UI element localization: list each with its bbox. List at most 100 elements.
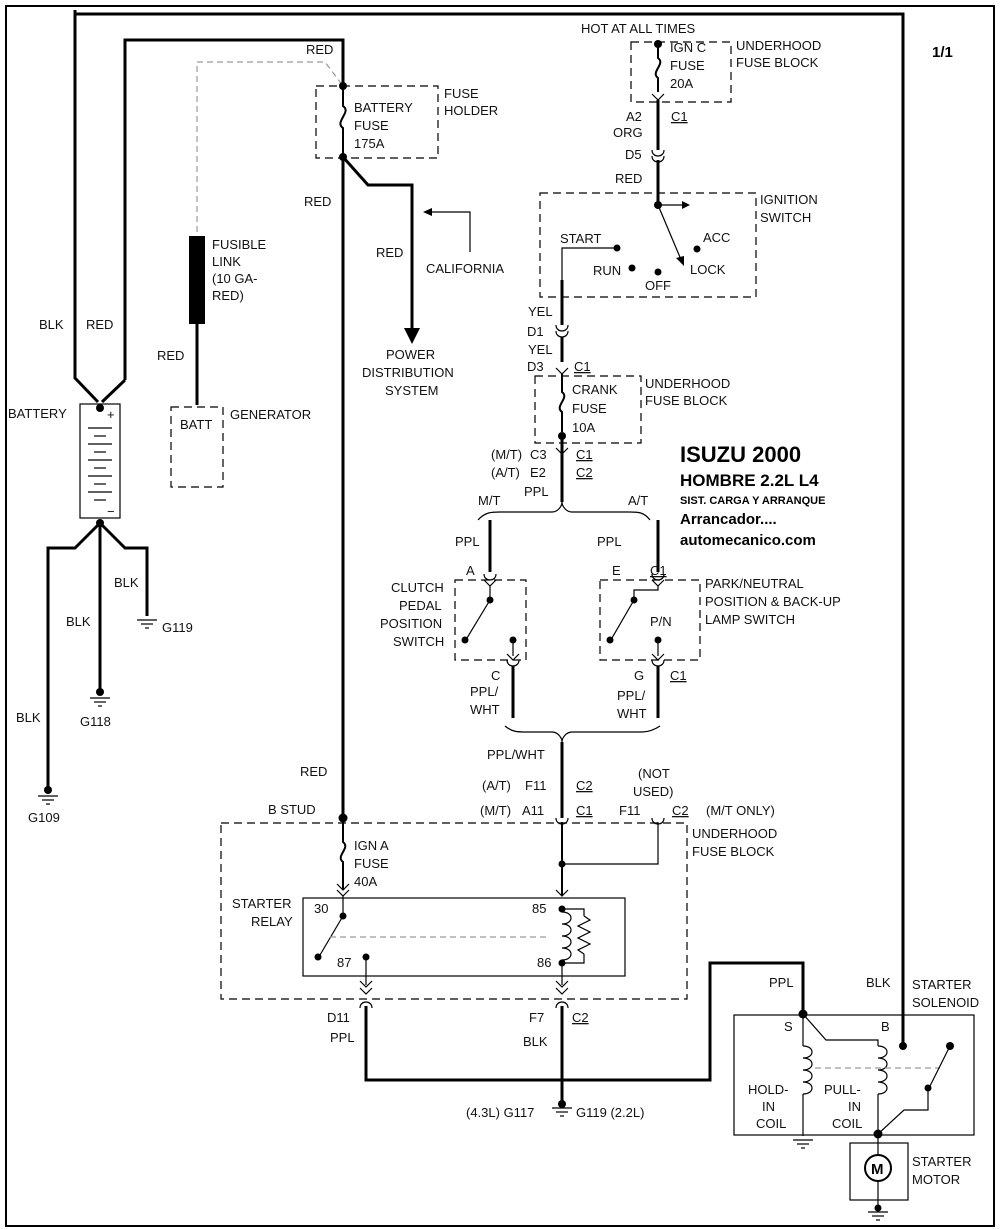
relay-coil-icon (561, 909, 572, 963)
switch-out-c: C (491, 668, 500, 683)
ground-g118-label: G118 (80, 714, 111, 729)
ground-bottom-dot (558, 1100, 566, 1108)
battery-fuse-l1: BATTERY (354, 100, 413, 115)
crank-fuse-l3: 10A (572, 420, 595, 435)
lower-fuse-block-l1: UNDERHOOD (692, 826, 777, 841)
switch-out-ppl-r: PPL/ (617, 688, 646, 703)
relay-pin-85: 85 (532, 901, 546, 916)
hold-in-l1: HOLD- (748, 1082, 788, 1097)
conn-d5: D5 (625, 147, 642, 162)
starter-solenoid-l1: STARTER (912, 977, 971, 992)
page-border (5, 5, 995, 1227)
relay-out-f7: F7 (529, 1010, 544, 1025)
clutch-switch-l3: POSITION (380, 616, 442, 631)
ground-bottom-right: G119 (2.2L) (576, 1105, 644, 1120)
relay-pin-87: 87 (337, 955, 351, 970)
split-ppl-right: PPL (597, 534, 622, 549)
battery-fuse-l3: 175A (354, 136, 385, 151)
motor-ground-dot (874, 1204, 882, 1212)
title-line1: ISUZU 2000 (680, 442, 801, 467)
ground-g109-dot (44, 786, 52, 794)
starter-motor-l2: MOTOR (912, 1172, 960, 1187)
ignition-switch-box (539, 192, 757, 298)
relay-resistor-lead-bottom (562, 954, 585, 964)
pn-switch-l3: LAMP SWITCH (705, 612, 795, 627)
crank-c3: C3 (530, 447, 547, 462)
solenoid-b: B (881, 1019, 890, 1034)
clutch-switch-contact-open (461, 636, 469, 644)
label-red-power: RED (376, 245, 403, 260)
crank-c1: C1 (576, 447, 593, 462)
ignition-arrow-icon (682, 201, 690, 209)
solenoid-s: S (784, 1019, 793, 1034)
split-brace-top (477, 501, 651, 521)
crank-fuse-block-l1: UNDERHOOD (645, 376, 730, 391)
relay-in-c2: C2 (576, 778, 593, 793)
ignition-acc: ACC (703, 230, 730, 245)
clutch-switch-l1: CLUTCH (391, 580, 444, 595)
label-blk-1: BLK (114, 575, 139, 590)
pn-switch-blade (611, 599, 635, 639)
solenoid-b-terminal (899, 1042, 907, 1050)
merge-brace (504, 725, 661, 743)
switch-out-wht-r: WHT (617, 706, 647, 721)
battery-plus: + (107, 407, 115, 422)
merge-pplwht: PPL/WHT (487, 747, 545, 762)
crank-fuse-icon (558, 374, 566, 432)
pn-switch-l2: POSITION & BACK-UP (705, 594, 841, 609)
split-at: A/T (628, 493, 648, 508)
fusible-link-l1: FUSIBLE (212, 237, 267, 252)
pn-out-connector-icon (651, 659, 665, 667)
label-red-low: RED (300, 764, 327, 779)
ign-c-fuse-l2: FUSE (670, 58, 705, 73)
conn-d3: D3 (527, 359, 544, 374)
relay-in-at: (A/T) (482, 778, 511, 793)
ground-g118-dot (96, 688, 104, 696)
conn-c1-mid: C1 (574, 359, 591, 374)
wire-red-ignition-label: RED (615, 171, 642, 186)
relay-in-a11: A11 (522, 803, 544, 818)
generator-box (170, 406, 224, 488)
solenoid-motor-lead (877, 1088, 929, 1135)
pn-switch-l1: PARK/NEUTRAL (705, 576, 804, 591)
ign-c-fuse-top-node (654, 40, 662, 48)
ign-c-fuse-l3: 20A (670, 76, 693, 91)
relay-in-mt: (M/T) (480, 803, 511, 818)
generator-label: GENERATOR (230, 407, 311, 422)
conn-a: A (466, 563, 475, 578)
ground-bottom-left: (4.3L) G117 (466, 1105, 534, 1120)
crank-fuse-box (534, 375, 642, 444)
pn-switch-lead (633, 586, 659, 600)
page-number: 1/1 (932, 44, 953, 61)
pn-conn-g-icon (651, 653, 665, 661)
crank-at: (A/T) (491, 465, 520, 480)
pn-conn-e-icon-b (651, 579, 665, 587)
relay-in-c1: C1 (576, 803, 593, 818)
title-line3: SIST. CARGA Y ARRANQUE (680, 495, 825, 507)
crank-c2: C2 (576, 465, 593, 480)
relay-out-d11-conn (359, 1001, 373, 1009)
relay-in-mt-only: (M/T ONLY) (706, 803, 775, 818)
clutch-switch-box (454, 579, 527, 661)
wire-red-battery-join (100, 378, 127, 404)
battery-label: BATTERY (8, 406, 67, 421)
relay-in-used: USED) (633, 784, 673, 799)
starter-relay-l2: RELAY (251, 914, 293, 929)
conn-d5-icon (651, 149, 665, 157)
upper-fuse-block-l2: FUSE BLOCK (736, 55, 819, 70)
hold-in-l2: IN (762, 1099, 775, 1114)
wire-blk-to-solenoid (73, 10, 905, 1046)
pn-switch-box (599, 579, 701, 661)
relay-contact-blade (319, 915, 344, 956)
label-blk-2: BLK (66, 614, 91, 629)
ign-c-fuse-connector-icon (651, 93, 665, 101)
fuse-holder-l1: FUSE (444, 86, 479, 101)
starter-relay-l1: STARTER (232, 896, 291, 911)
relay-in-not: (NOT (638, 766, 670, 781)
solenoid-contact-blade (929, 1045, 951, 1087)
relay-pin-30: 30 (314, 901, 328, 916)
ignition-start: START (560, 231, 601, 246)
hot-at-all-times: HOT AT ALL TIMES (581, 21, 695, 36)
fuse-holder-node (339, 82, 347, 90)
relay-contact-open (314, 953, 322, 961)
